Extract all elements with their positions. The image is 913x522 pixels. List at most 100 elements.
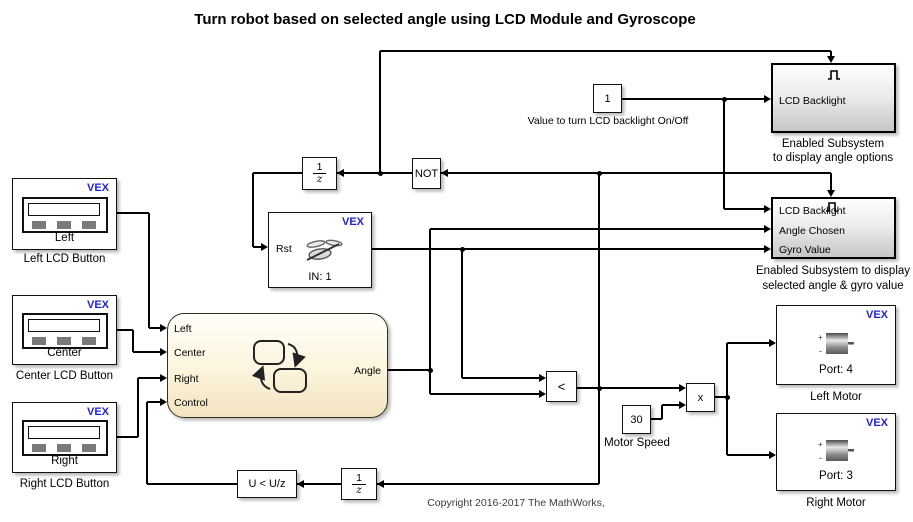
wire-segment[interactable] bbox=[651, 418, 662, 420]
svg-text:+: + bbox=[818, 440, 823, 449]
wire-segment[interactable] bbox=[133, 351, 161, 353]
block-product[interactable]: x bbox=[686, 383, 715, 412]
block-motor-speed[interactable]: 30 bbox=[622, 405, 651, 434]
wire-segment[interactable] bbox=[724, 208, 764, 210]
block-caption: Center LCD Button bbox=[15, 370, 114, 382]
wire-segment[interactable] bbox=[830, 173, 832, 190]
wire-segment[interactable] bbox=[117, 436, 138, 438]
wire-segment[interactable] bbox=[380, 50, 831, 52]
block-caption: to display angle options bbox=[772, 152, 894, 164]
wire-arrowhead bbox=[159, 398, 167, 406]
chart-input-right: Right bbox=[174, 373, 199, 385]
copyright-annotation: Copyright 2016-2017 The MathWorks, bbox=[427, 497, 605, 509]
block-unit-delay-top[interactable]: 1 z bbox=[302, 157, 337, 190]
wire-segment[interactable] bbox=[297, 483, 341, 485]
wire-segment[interactable] bbox=[462, 377, 540, 379]
block-caption: Left LCD Button bbox=[23, 253, 106, 265]
wire-segment[interactable] bbox=[117, 329, 133, 331]
product-label: x bbox=[697, 391, 704, 404]
block-center-lcd-button[interactable]: VEX Center bbox=[12, 295, 117, 365]
block-name-label: Center bbox=[47, 347, 82, 359]
wire-arrowhead bbox=[763, 225, 771, 233]
block-relational-lt[interactable]: < bbox=[546, 371, 577, 402]
wire-arrowhead bbox=[159, 348, 167, 356]
wire-segment[interactable] bbox=[379, 51, 381, 173]
block-compare-delay[interactable]: U < U/z bbox=[237, 470, 297, 498]
wire-junction-dot bbox=[596, 385, 602, 391]
block-caption: Enabled Subsystem bbox=[781, 138, 885, 150]
gyroscope-icon bbox=[306, 239, 343, 261]
wire-arrowhead bbox=[827, 189, 835, 197]
wire-segment[interactable] bbox=[715, 396, 727, 398]
svg-text:-: - bbox=[819, 453, 822, 463]
wire-junction-dot bbox=[721, 96, 727, 102]
block-subsystem-gyro-value[interactable]: LCD Backlight Angle Chosen Gyro Value bbox=[771, 197, 896, 259]
wire-arrowhead bbox=[763, 95, 771, 103]
block-caption: Left Motor bbox=[810, 391, 862, 403]
wire-segment[interactable] bbox=[337, 172, 412, 174]
motor-port-label: Port: 3 bbox=[819, 470, 853, 482]
constant-value: 1 bbox=[604, 92, 611, 105]
chart-input-control: Control bbox=[174, 397, 208, 409]
wire-segment[interactable] bbox=[253, 172, 302, 174]
wire-segment[interactable] bbox=[429, 229, 431, 394]
wire-segment[interactable] bbox=[598, 173, 600, 484]
block-right-motor[interactable]: VEX + - Port: 3 bbox=[776, 413, 896, 491]
wire-segment[interactable] bbox=[727, 454, 770, 456]
gyro-reset-port: Rst bbox=[276, 243, 292, 255]
wire-junction-dot bbox=[459, 246, 465, 252]
block-unit-delay-bottom[interactable]: 1 z bbox=[341, 468, 377, 500]
wire-segment[interactable] bbox=[117, 212, 149, 214]
wire-segment[interactable] bbox=[599, 172, 831, 174]
wire-segment[interactable] bbox=[441, 172, 599, 174]
model-title: Turn robot based on selected angle using… bbox=[194, 11, 696, 28]
block-not-operator[interactable]: NOT bbox=[412, 158, 441, 189]
enable-pulse-icon bbox=[828, 70, 840, 80]
wire-segment[interactable] bbox=[252, 173, 254, 247]
block-left-lcd-button[interactable]: VEX Left bbox=[12, 178, 117, 250]
wire-segment[interactable] bbox=[388, 369, 430, 371]
wire-segment[interactable] bbox=[577, 387, 680, 389]
wire-segment[interactable] bbox=[461, 249, 463, 378]
wire-segment[interactable] bbox=[830, 51, 832, 57]
block-gyroscope[interactable]: VEX Rst IN: 1 bbox=[268, 212, 372, 288]
wire-segment[interactable] bbox=[661, 405, 663, 419]
wire-segment[interactable] bbox=[723, 99, 725, 209]
wire-segment[interactable] bbox=[147, 483, 237, 485]
wire-segment[interactable] bbox=[137, 378, 139, 437]
wire-segment[interactable] bbox=[377, 483, 599, 485]
block-constant-one[interactable]: 1 bbox=[593, 84, 622, 113]
wire-segment[interactable] bbox=[622, 98, 764, 100]
wire-arrowhead bbox=[763, 245, 771, 253]
vex-badge: VEX bbox=[86, 406, 109, 418]
wire-segment[interactable] bbox=[727, 342, 770, 344]
wire-segment[interactable] bbox=[147, 401, 161, 403]
relational-label: < bbox=[557, 379, 566, 394]
wire-segment[interactable] bbox=[372, 248, 764, 250]
block-stateflow-chart[interactable]: Left Center Right Control Angle bbox=[167, 313, 388, 418]
wire-junction-dot bbox=[377, 170, 383, 176]
wire-segment[interactable] bbox=[430, 228, 764, 230]
block-right-lcd-button[interactable]: VEX Right bbox=[12, 402, 117, 473]
svg-text:-: - bbox=[819, 346, 822, 356]
block-name-label: Left bbox=[54, 232, 75, 244]
wire-arrowhead bbox=[337, 169, 344, 177]
wire-segment[interactable] bbox=[430, 393, 540, 395]
block-caption: Right Motor bbox=[806, 497, 866, 509]
block-subsystem-angle-options[interactable]: LCD Backlight bbox=[771, 63, 896, 133]
wire-segment[interactable] bbox=[138, 377, 161, 379]
block-caption: Right LCD Button bbox=[19, 478, 110, 490]
wire-segment[interactable] bbox=[662, 404, 680, 406]
wire-segment[interactable] bbox=[149, 327, 161, 329]
wire-arrowhead bbox=[678, 384, 686, 392]
wire-segment[interactable] bbox=[132, 330, 134, 352]
chart-input-left: Left bbox=[174, 323, 192, 335]
wire-arrowhead bbox=[768, 339, 776, 347]
wire-segment[interactable] bbox=[148, 213, 150, 328]
subsystem-port-lcd-backlight: LCD Backlight bbox=[779, 95, 846, 107]
block-caption: Motor Speed bbox=[604, 437, 670, 449]
wire-segment[interactable] bbox=[253, 246, 262, 248]
wire-segment[interactable] bbox=[146, 402, 148, 484]
block-left-motor[interactable]: VEX + - Port: 4 bbox=[776, 305, 896, 385]
